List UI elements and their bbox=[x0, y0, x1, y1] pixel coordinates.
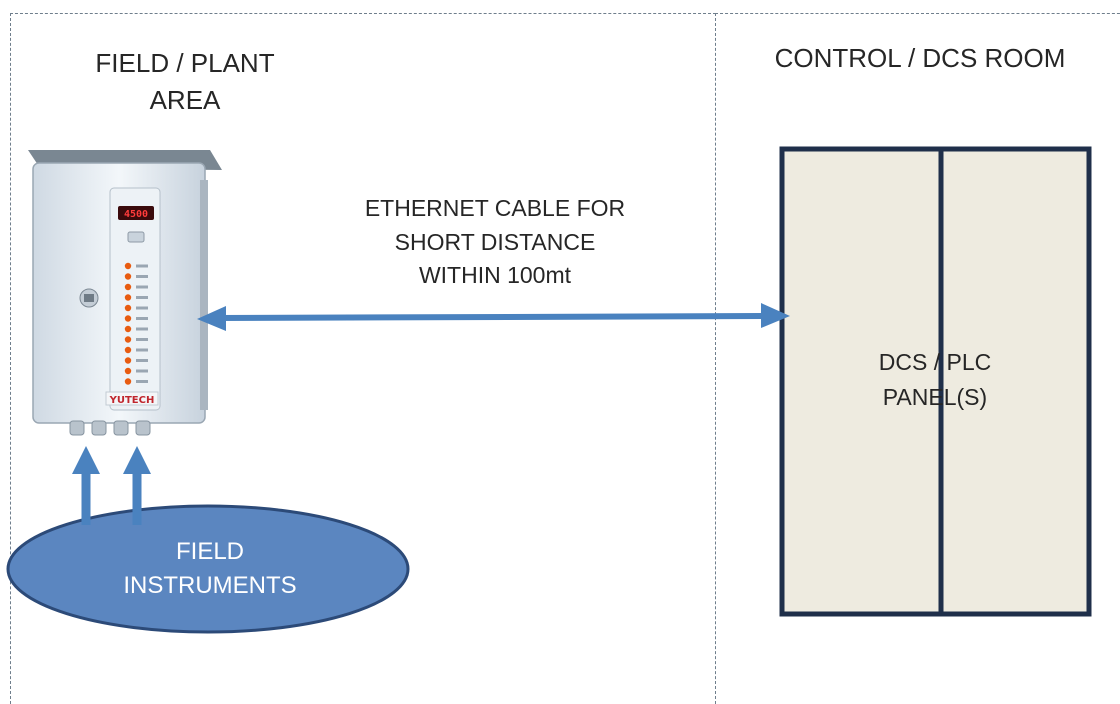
control-room-zone bbox=[715, 13, 1120, 704]
device-led-legend bbox=[136, 285, 148, 289]
device-led-legend bbox=[136, 264, 148, 268]
field-plant-area-zone bbox=[10, 13, 716, 704]
device-led-legend bbox=[136, 380, 148, 383]
field-transmitter-enclosure: 4500 YUTECH bbox=[28, 150, 222, 436]
device-led-legend bbox=[136, 327, 148, 331]
device-led bbox=[124, 304, 132, 312]
dcs-plc-panel bbox=[779, 146, 1092, 617]
device-led bbox=[124, 315, 132, 322]
ethernet-cable-arrow bbox=[197, 303, 790, 331]
device-led-legend bbox=[136, 275, 148, 278]
device-led bbox=[124, 346, 132, 354]
device-led bbox=[124, 294, 132, 301]
device-led bbox=[124, 367, 132, 375]
device-brand-label: YUTECH bbox=[109, 395, 155, 406]
device-led bbox=[124, 262, 132, 270]
device-led bbox=[124, 357, 132, 364]
instrument-signal-arrows bbox=[72, 446, 151, 525]
device-led-legend bbox=[136, 296, 148, 299]
device-led bbox=[124, 325, 132, 333]
field-instruments-ellipse bbox=[6, 504, 410, 634]
device-led-legend bbox=[136, 369, 148, 373]
device-led-legend bbox=[136, 359, 148, 362]
device-display-readout: 4500 bbox=[124, 209, 148, 220]
ethernet-cable-label: ETHERNET CABLE FOR SHORT DISTANCE WITHIN… bbox=[364, 195, 626, 289]
field-plant-area-title: FIELD / PLANT AREA bbox=[95, 48, 275, 115]
device-led bbox=[124, 273, 132, 280]
device-led bbox=[124, 283, 132, 291]
device-led-column bbox=[124, 262, 148, 385]
device-led-legend bbox=[136, 338, 148, 341]
field-instruments-label: FIELD INSTRUMENTS bbox=[123, 538, 297, 600]
device-led-legend bbox=[136, 317, 148, 320]
dcs-plc-panel-label: DCS / PLC PANEL(S) bbox=[878, 349, 992, 410]
device-led-legend bbox=[136, 306, 148, 310]
device-led bbox=[124, 378, 132, 385]
device-led-legend bbox=[136, 348, 148, 352]
control-room-title: CONTROL / DCS ROOM bbox=[774, 43, 1066, 73]
device-led bbox=[124, 336, 132, 343]
